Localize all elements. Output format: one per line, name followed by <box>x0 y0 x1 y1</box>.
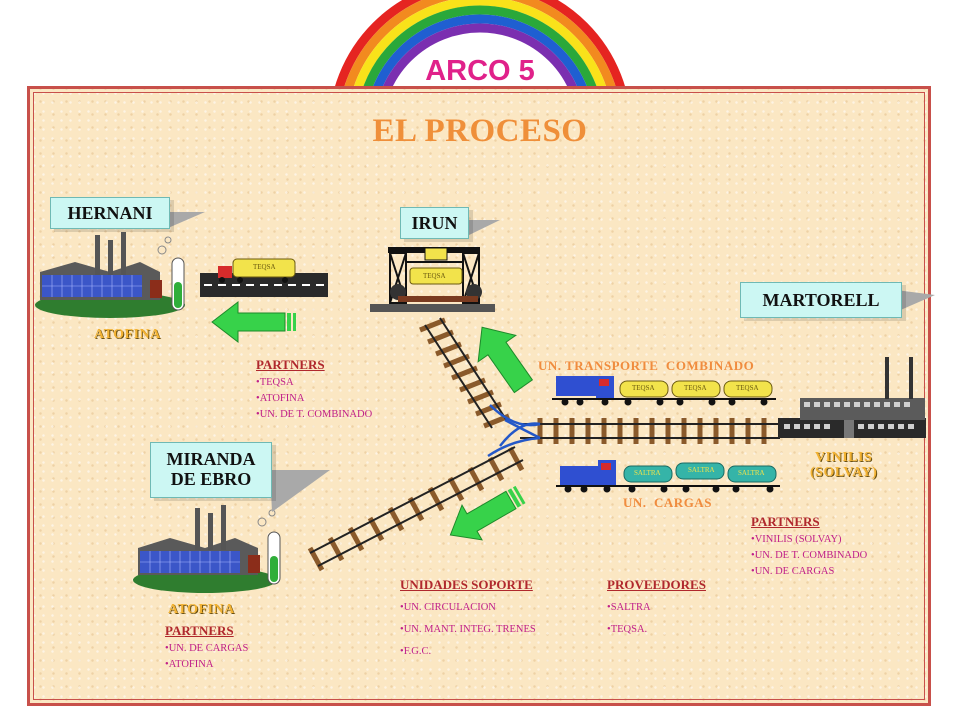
truck-label: TEQSA <box>253 263 276 271</box>
proveedores: PROVEEDORES SALTRA TEQSA. <box>607 577 706 641</box>
section-transporte-combinado: UN. TRANSPORTE COMBINADO <box>538 358 755 373</box>
wagon-label: TEQSA <box>684 384 707 392</box>
wagon-label: TEQSA <box>632 384 655 392</box>
factory-hernani-icon <box>35 232 185 318</box>
plant-martorell-line1: VINILIS <box>815 450 873 465</box>
list-item: SALTRA <box>607 597 706 619</box>
list-item: ATOFINA <box>165 657 248 673</box>
content-frame-inner <box>33 92 925 700</box>
list-item: UN. DE CARGAS <box>751 564 867 580</box>
factory-martorell-icon <box>778 357 926 438</box>
arrow-to-hernani <box>211 300 296 344</box>
plant-miranda-label: ATOFINA <box>168 602 235 617</box>
location-irun: IRUN <box>400 207 469 239</box>
list-item: TEQSA <box>256 375 372 391</box>
list-item: VINILIS (SOLVAY) <box>751 532 867 548</box>
arrow-to-irun <box>477 326 534 394</box>
plant-martorell-line2: (SOLVAY) <box>810 465 878 480</box>
location-miranda-line2: DE EBRO <box>170 469 252 489</box>
list-item: UN. DE T. COMBINADO <box>256 407 373 423</box>
truck-icon <box>218 258 296 283</box>
list-item: UN. MANT. INTEG. TRENES <box>400 619 536 641</box>
location-miranda-line1: MIRANDA <box>166 449 256 469</box>
plant-martorell-label: VINILIS (SOLVAY) <box>810 450 877 480</box>
list-item: UN. DE T. COMBINADO <box>751 548 868 564</box>
plant-hernani-label: ATOFINA <box>94 327 161 342</box>
list-item: UN. DE CARGAS <box>165 641 249 657</box>
arco-title: ARCO 5 <box>425 55 535 87</box>
list-item: UN. CIRCULACION <box>400 597 536 619</box>
arrow-to-miranda <box>449 485 526 541</box>
location-hernani: HERNANI <box>50 197 170 229</box>
page-title: EL PROCESO <box>372 113 588 149</box>
unidades-soporte-title: UNIDADES SOPORTE <box>400 577 533 592</box>
factory-miranda-icon <box>133 505 281 593</box>
train-saltra <box>556 460 780 493</box>
partners-miranda: PARTNERS UN. DE CARGAS ATOFINA <box>165 623 248 673</box>
list-item: F.G.C. <box>400 641 536 663</box>
wagon-label: SALTRA <box>634 469 661 477</box>
train-teqsa <box>552 376 776 406</box>
wagon-label: SALTRA <box>688 466 715 474</box>
list-item: TEQSA. <box>607 619 706 641</box>
partners-martorell-title: PARTNERS <box>751 514 820 529</box>
partners-irun-title: PARTNERS <box>256 357 325 372</box>
list-item: ATOFINA <box>256 391 372 407</box>
partners-miranda-title: PARTNERS <box>165 623 234 638</box>
track-miranda <box>307 446 525 572</box>
track-martorell <box>520 418 780 444</box>
crane-container-label: TEQSA <box>423 272 446 280</box>
location-martorell: MARTORELL <box>740 282 902 318</box>
location-miranda: MIRANDA DE EBRO <box>150 442 272 498</box>
rainbow-logo <box>328 0 632 130</box>
wagon-label: TEQSA <box>736 384 759 392</box>
partners-martorell: PARTNERS VINILIS (SOLVAY) UN. DE T. COMB… <box>751 514 867 580</box>
crane-irun-icon <box>370 247 495 312</box>
unidades-soporte: UNIDADES SOPORTE UN. CIRCULACION UN. MAN… <box>400 577 536 663</box>
partners-irun: PARTNERS TEQSA ATOFINA UN. DE T. COMBINA… <box>256 357 372 423</box>
track-junction <box>487 404 541 458</box>
wagon-label: SALTRA <box>738 469 765 477</box>
proveedores-title: PROVEEDORES <box>607 577 706 592</box>
section-cargas: UN. CARGAS <box>623 495 712 510</box>
